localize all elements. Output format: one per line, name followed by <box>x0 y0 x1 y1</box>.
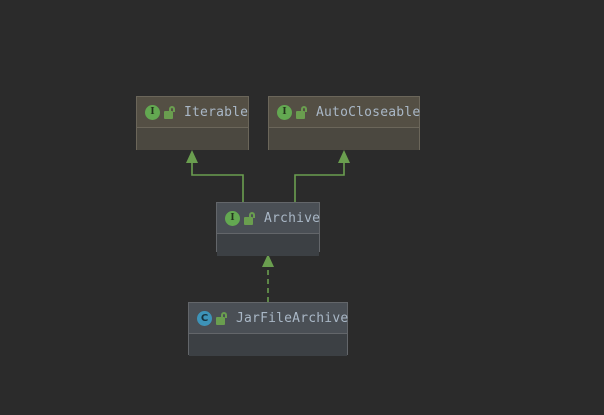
stereotype-glyph: C <box>200 312 209 324</box>
uml-node-autocloseable[interactable]: I AutoCloseable <box>268 96 420 150</box>
class-icon: C <box>197 310 212 326</box>
padlock-shackle <box>301 105 307 112</box>
uml-node-header: I Archive <box>217 203 321 234</box>
stereotype-disc <box>225 210 240 226</box>
padlock-shackle <box>221 311 227 318</box>
uml-node-header: C JarFileArchive <box>189 303 349 334</box>
uml-node-members <box>189 334 347 356</box>
edge-line <box>191 160 244 202</box>
interface-icon: I <box>145 104 160 120</box>
uml-node-header: I AutoCloseable <box>269 97 421 128</box>
stereotype-disc <box>277 104 292 120</box>
uml-node-name: Iterable <box>184 104 249 120</box>
unlocked-padlock-icon <box>296 105 308 119</box>
unlocked-padlock-icon <box>244 211 256 225</box>
edge-arrowhead <box>338 150 350 163</box>
uml-node-header: I Iterable <box>137 97 248 128</box>
unlocked-padlock-icon <box>164 105 176 119</box>
padlock-body <box>216 316 225 325</box>
edge-arrowhead <box>186 150 198 163</box>
uml-edge-archive-extends-iterable[interactable] <box>186 150 244 202</box>
unlocked-padlock-icon <box>216 311 228 325</box>
stereotype-glyph: I <box>150 106 155 117</box>
uml-node-jarfilearchive[interactable]: C JarFileArchive <box>188 302 349 356</box>
uml-node-name: Archive <box>264 210 321 226</box>
interface-icon: I <box>225 210 240 226</box>
edge-line <box>294 160 345 202</box>
uml-node-iterable[interactable]: I Iterable <box>136 96 249 150</box>
uml-node-archive[interactable]: I Archive <box>216 202 321 256</box>
uml-edge-archive-extends-autocloseable[interactable] <box>294 150 350 202</box>
stereotype-glyph: I <box>282 106 287 117</box>
uml-edge-jarfilearchive-implements-archive[interactable] <box>262 254 274 302</box>
stereotype-glyph: I <box>230 212 235 223</box>
uml-node-name: JarFileArchive <box>236 310 349 326</box>
padlock-body <box>164 110 173 119</box>
uml-node-members <box>137 128 248 150</box>
padlock-body <box>244 216 253 225</box>
padlock-shackle <box>249 211 255 218</box>
stereotype-disc <box>197 310 212 326</box>
stereotype-disc <box>145 104 160 120</box>
padlock-shackle <box>169 105 175 112</box>
padlock-body <box>296 110 305 119</box>
uml-node-members <box>217 234 319 256</box>
uml-node-name: AutoCloseable <box>316 104 421 120</box>
interface-icon: I <box>277 104 292 120</box>
uml-node-members <box>269 128 419 150</box>
